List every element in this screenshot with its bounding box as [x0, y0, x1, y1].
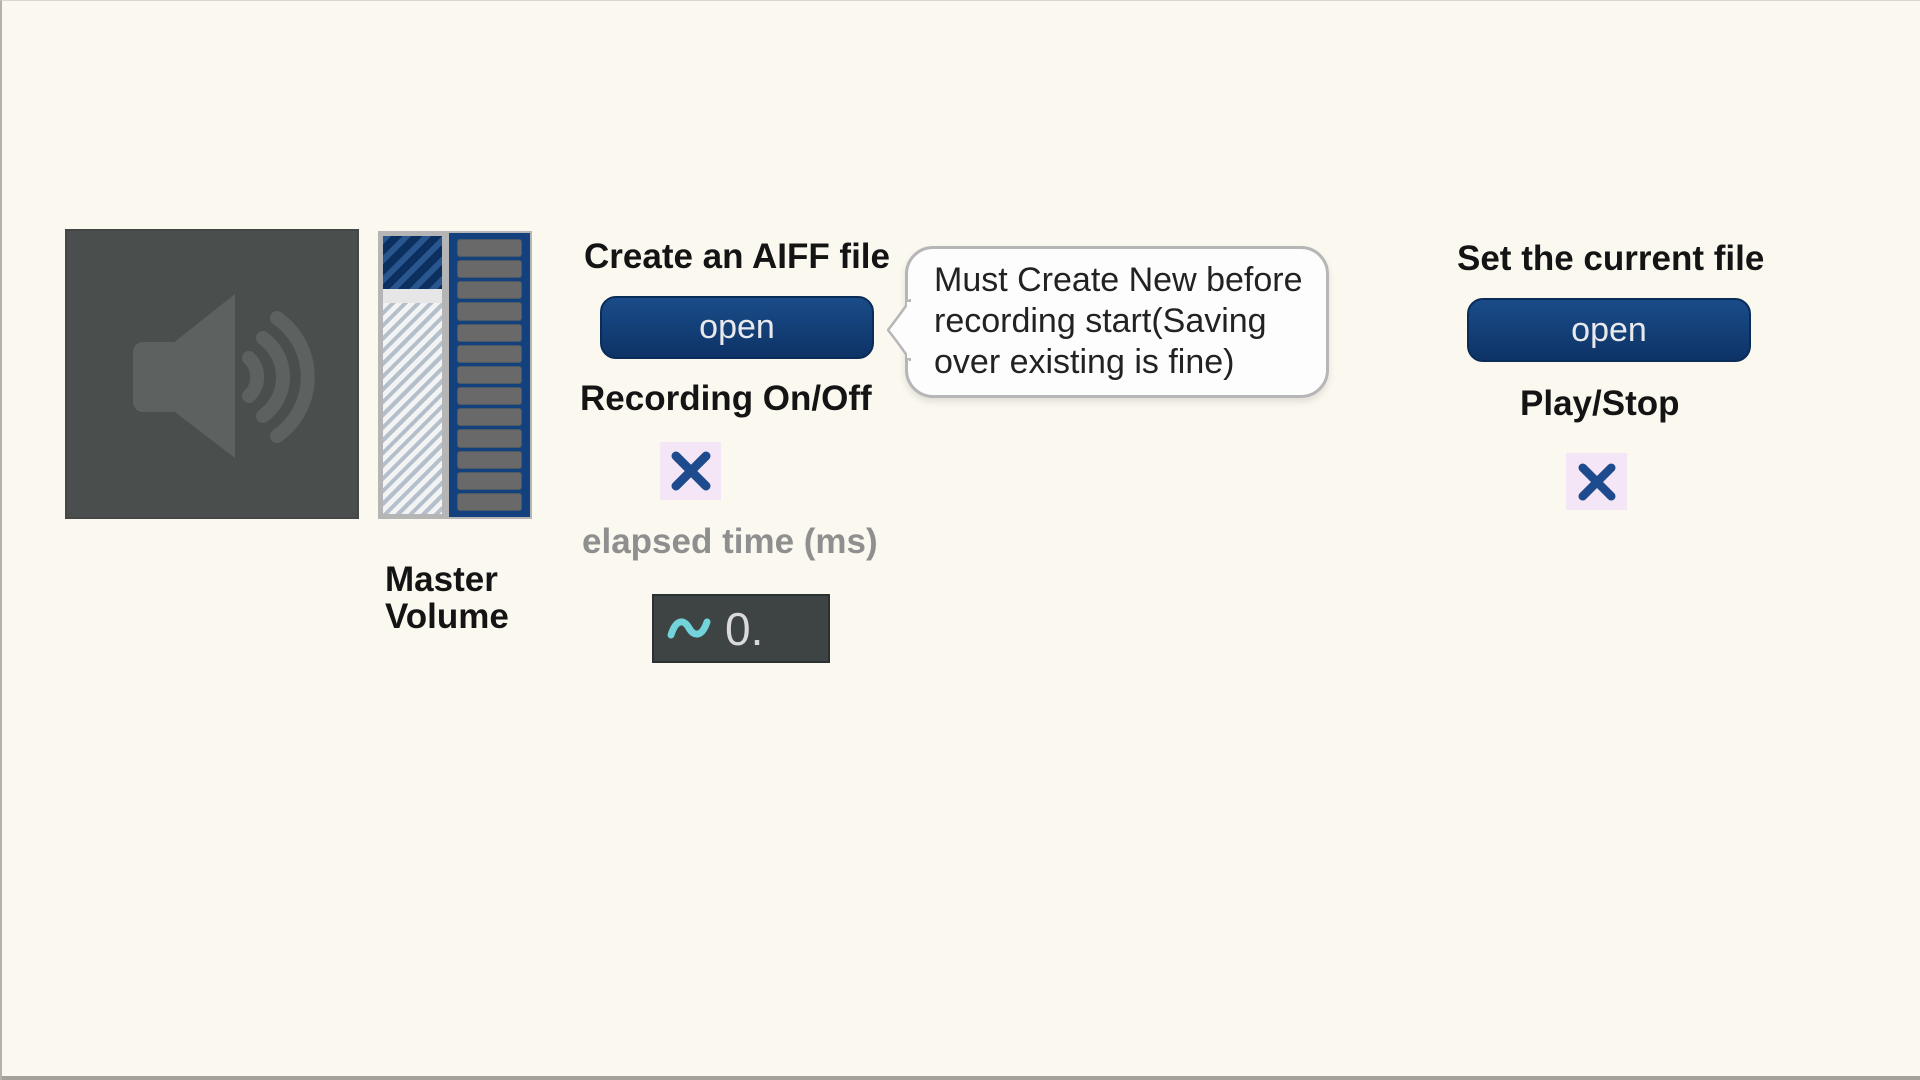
master-volume-slider[interactable] [378, 231, 447, 519]
speaker-icon [133, 294, 315, 458]
master-volume-meter [447, 231, 532, 519]
play-stop-toggle[interactable] [1566, 453, 1627, 510]
audio-output-panel[interactable] [65, 229, 359, 519]
recording-toggle[interactable] [660, 442, 721, 500]
window-edge [2, 1076, 1920, 1080]
meter-segment [458, 388, 521, 405]
elapsed-time-label: elapsed time (ms) [582, 522, 878, 561]
slider-thumb-hatch[interactable] [383, 236, 442, 289]
meter-segment [458, 366, 521, 384]
tooltip-text: Must Create New before recording start(S… [934, 261, 1303, 381]
create-aiff-title: Create an AIFF file [584, 237, 890, 276]
recording-label: Recording On/Off [580, 379, 872, 418]
meter-segment [458, 282, 521, 299]
sine-wave-icon [667, 618, 711, 638]
elapsed-time-numberbox[interactable]: 0. [652, 594, 830, 663]
x-icon [1577, 462, 1616, 501]
tooltip-bubble: Must Create New before recording start(S… [887, 246, 1329, 398]
meter-segment [458, 345, 521, 362]
slider-track-hatch[interactable] [383, 303, 442, 514]
meter-segment [458, 430, 521, 447]
set-current-file-open-button[interactable]: open [1467, 298, 1751, 362]
meter-segment [458, 303, 521, 320]
play-stop-label: Play/Stop [1520, 384, 1680, 423]
meter-segment [458, 472, 521, 489]
meter-segment [458, 240, 521, 257]
meter-segment [458, 451, 521, 468]
create-aiff-open-button[interactable]: open [600, 296, 874, 359]
meter-segment [458, 324, 521, 341]
tooltip-tail [887, 299, 911, 361]
meter-segment [458, 493, 521, 511]
master-volume-label: Master Volume [385, 560, 509, 636]
set-current-file-title: Set the current file [1457, 239, 1765, 278]
meter-segment [458, 409, 521, 426]
meter-segment [458, 261, 521, 278]
x-icon [671, 451, 710, 491]
slider-gap [383, 289, 442, 303]
elapsed-time-value: 0. [725, 602, 764, 655]
